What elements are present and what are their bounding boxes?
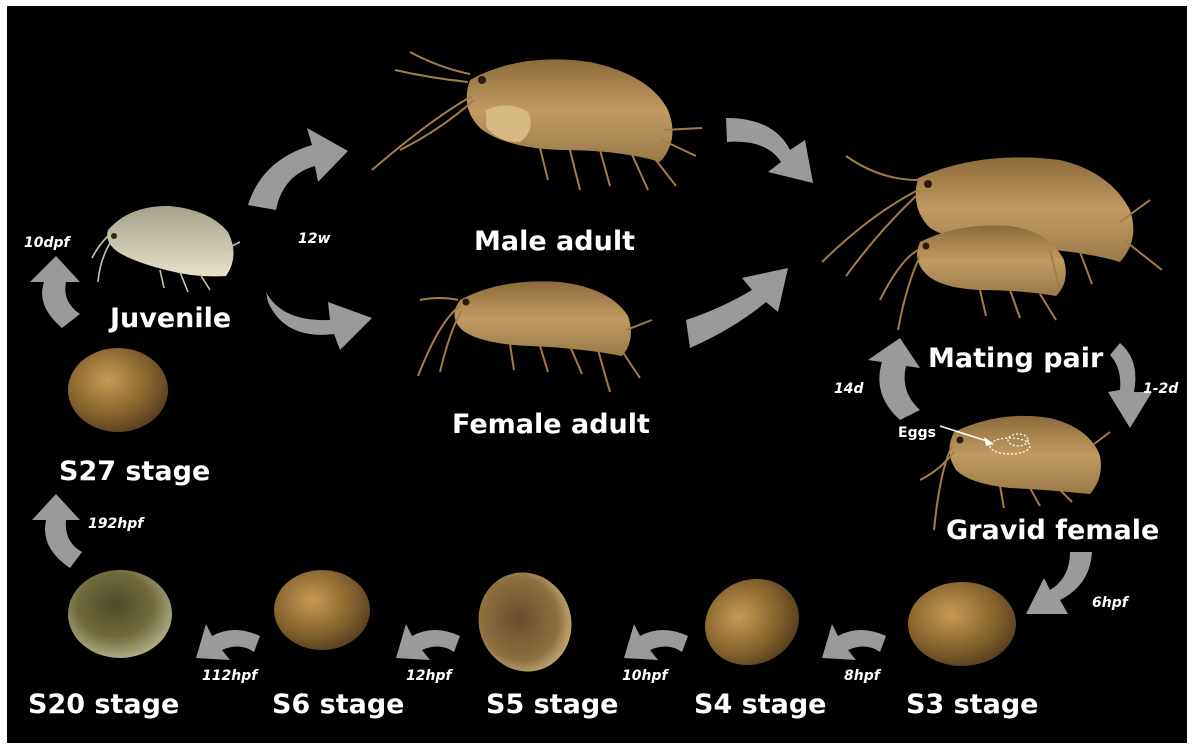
arrow-female-to-pair xyxy=(686,268,788,348)
label-male-adult: Male adult xyxy=(474,228,635,255)
label-s27: S27 stage xyxy=(59,458,210,485)
label-gravid-female: Gravid female xyxy=(946,517,1159,544)
label-s3: S3 stage xyxy=(906,691,1038,718)
time-12hpf: 12hpf xyxy=(406,669,452,683)
time-14d: 14d xyxy=(834,382,864,396)
mating-pair-image xyxy=(822,156,1162,330)
s27-embryo xyxy=(68,348,168,432)
s6-embryo xyxy=(274,570,370,650)
arrow-s3-to-s4 xyxy=(822,624,886,660)
s3-embryo xyxy=(908,582,1016,666)
label-female-adult: Female adult xyxy=(452,411,650,438)
arrow-s5-to-s6 xyxy=(396,624,460,660)
male-adult-image xyxy=(372,52,702,190)
arrow-gravid-to-s3 xyxy=(1026,552,1092,614)
female-adult-image xyxy=(418,281,652,392)
time-10dpf: 10dpf xyxy=(24,236,70,250)
arrow-gravid-to-pair xyxy=(868,338,920,420)
s4-embryo xyxy=(691,564,814,681)
time-112hpf: 112hpf xyxy=(202,669,257,683)
arrow-s20-to-s27 xyxy=(32,494,82,568)
time-1-2d: 1-2d xyxy=(1143,382,1178,396)
label-s5: S5 stage xyxy=(486,691,618,718)
time-6hpf: 6hpf xyxy=(1092,596,1128,610)
arrow-male-to-pair xyxy=(726,118,813,183)
label-s20: S20 stage xyxy=(28,691,179,718)
s20-embryo xyxy=(68,570,172,658)
time-192hpf: 192hpf xyxy=(88,517,143,531)
label-juvenile: Juvenile xyxy=(110,305,231,332)
time-8hpf: 8hpf xyxy=(844,669,880,683)
arrow-s27-to-juv xyxy=(30,256,80,328)
arrow-s6-to-s20 xyxy=(196,624,260,660)
label-s6: S6 stage xyxy=(272,691,404,718)
arrow-s4-to-s5 xyxy=(624,624,688,660)
label-mating-pair: Mating pair xyxy=(928,345,1103,372)
s5-embryo xyxy=(465,559,586,684)
eggs-annotation: Eggs xyxy=(898,426,936,440)
gravid-female-image xyxy=(920,416,1110,530)
label-s4: S4 stage xyxy=(694,691,826,718)
arrow-juv-to-male xyxy=(248,128,348,210)
arrow-juv-to-female xyxy=(266,292,372,350)
juvenile-image xyxy=(92,206,240,292)
time-10hpf: 10hpf xyxy=(622,669,668,683)
time-12w: 12w xyxy=(298,232,330,246)
